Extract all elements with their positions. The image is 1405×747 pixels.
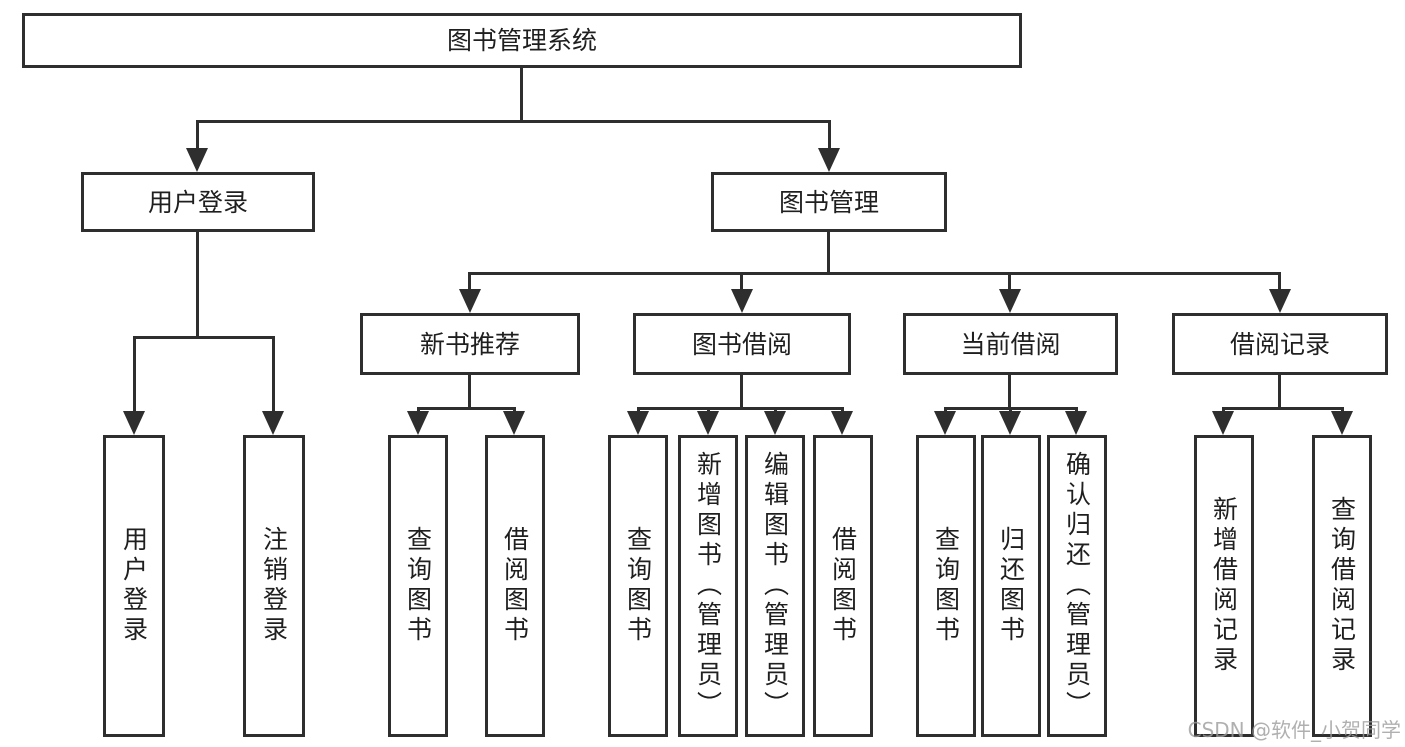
connector-nbr-bar [417,407,516,410]
connector-br-stem [1278,375,1281,407]
connector-user-login-bar [133,336,275,339]
connector-user-login-stem [196,231,199,336]
leaf-label: 新增借阅记录 [1209,496,1239,676]
node-library-management-system: 图书管理系统 [22,13,1022,68]
leaf-return-books: 归还图书 [981,435,1041,737]
node-current-borrowing: 当前借阅 [903,313,1118,375]
leaf-add-borrow-record: 新增借阅记录 [1194,435,1254,737]
node-label: 借阅记录 [1229,329,1330,359]
leaf-borrow-books-borrowing: 借阅图书 [813,435,873,737]
leaf-logout: 注销登录 [243,435,305,737]
watermark: CSDN @软件_小贺同学 [1187,718,1401,742]
connector-root-drop-right [828,120,831,152]
connector-root-bar [196,120,830,123]
leaf-label: 查询图书 [931,526,961,646]
leaf-label: 查询图书 [403,526,433,646]
node-book-borrowing: 图书借阅 [633,313,851,375]
node-borrowing-records: 借阅记录 [1172,313,1388,375]
arrow-to-leaf-user-login [123,411,145,435]
arrow-nbr-leaf-1 [407,411,429,435]
connector-nbr-stem [468,375,471,407]
leaf-user-login: 用户登录 [103,435,165,737]
connector-bb-bar [637,407,844,410]
node-user-login: 用户登录 [81,172,315,232]
connector-cb-stem [1008,375,1011,407]
leaf-label: 借阅图书 [500,526,530,646]
connector-bb-stem [740,375,743,407]
leaf-label: 编辑图书（管理员） [760,451,790,721]
node-new-book-recommendation: 新书推荐 [360,313,580,375]
leaf-label: 用户登录 [119,526,149,646]
connector-root-stem [520,67,523,120]
connector-user-login-drop-1 [133,336,136,415]
leaf-query-books-borrowing: 查询图书 [608,435,668,737]
arrow-to-new-book-recommendation [459,289,481,313]
connector-bm-drop-1 [468,272,471,298]
node-label: 新书推荐 [419,329,520,359]
node-label: 当前借阅 [960,329,1061,359]
arrow-bb-leaf-2 [697,411,719,435]
leaf-label: 新增图书（管理员） [693,451,723,721]
arrow-to-borrowing-records [1269,289,1291,313]
arrow-nbr-leaf-2 [503,411,525,435]
leaf-label: 借阅图书 [828,526,858,646]
leaf-query-books-current: 查询图书 [916,435,976,737]
leaf-query-borrow-record: 查询借阅记录 [1312,435,1372,737]
connector-root-drop-left [196,120,199,152]
connector-bm-drop-2 [740,272,743,298]
connector-user-login-drop-2 [272,336,275,415]
arrow-to-current-borrowing [999,289,1021,313]
arrow-cb-leaf-1 [934,411,956,435]
node-label: 图书管理系统 [446,26,597,55]
node-label: 图书管理 [778,187,879,217]
arrow-bb-leaf-4 [831,411,853,435]
arrow-to-book-management [818,148,840,172]
arrow-br-leaf-2 [1331,411,1353,435]
connector-bm-drop-3 [1008,272,1011,298]
connector-book-management-stem [827,231,830,272]
arrow-to-leaf-logout [262,411,284,435]
leaf-label: 归还图书 [996,526,1026,646]
leaf-add-book-admin: 新增图书（管理员） [678,435,738,737]
leaf-label: 查询借阅记录 [1327,496,1357,676]
arrow-cb-leaf-2 [999,411,1021,435]
arrow-br-leaf-1 [1212,411,1234,435]
leaf-label: 查询图书 [623,526,653,646]
arrow-to-book-borrowing [731,289,753,313]
leaf-query-books-recommend: 查询图书 [388,435,448,737]
node-label: 图书借阅 [691,329,792,359]
leaf-edit-book-admin: 编辑图书（管理员） [745,435,805,737]
leaf-label: 注销登录 [259,526,289,646]
arrow-bb-leaf-3 [764,411,786,435]
connector-bm-drop-4 [1278,272,1281,298]
connector-book-management-bar [468,272,1280,275]
node-label: 用户登录 [147,187,248,217]
leaf-label: 确认归还（管理员） [1062,451,1092,721]
leaf-confirm-return-admin: 确认归还（管理员） [1047,435,1107,737]
connector-br-bar [1222,407,1344,410]
arrow-bb-leaf-1 [627,411,649,435]
node-book-management: 图书管理 [711,172,947,232]
arrow-cb-leaf-3 [1065,411,1087,435]
leaf-borrow-books-recommend: 借阅图书 [485,435,545,737]
arrow-to-user-login [186,148,208,172]
